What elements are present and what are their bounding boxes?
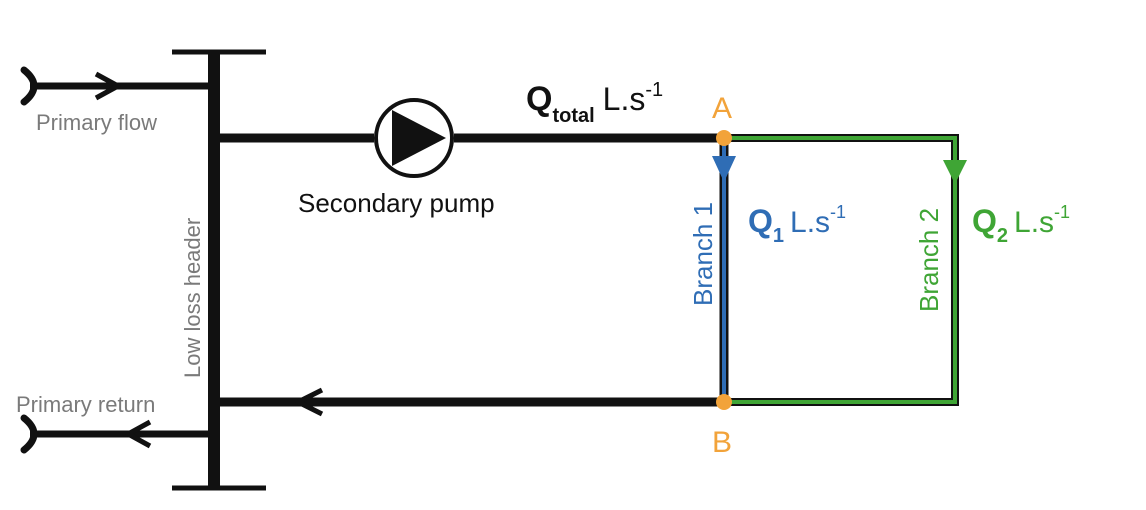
q-total-label: Qtotal L.s-1: [526, 79, 663, 127]
primary-flow-pipe: [20, 66, 210, 106]
node-a-dot: [716, 130, 732, 146]
q-total-unit: L.s: [603, 81, 646, 117]
branch-2-pipe: [724, 134, 967, 406]
q-total-symbol: Q: [526, 80, 552, 118]
node-b-dot: [716, 394, 732, 410]
secondary-pump-label: Secondary pump: [298, 188, 495, 218]
q-total-exponent: -1: [645, 79, 663, 101]
q1-subscript: 1: [773, 225, 784, 247]
node-b-label: B: [712, 426, 732, 459]
q1-symbol: Q: [748, 203, 773, 239]
q2-label: Q2 L.s-1: [972, 202, 1070, 247]
branch-2-label: Branch 2: [914, 208, 944, 312]
primary-return-label: Primary return: [16, 392, 155, 417]
node-a-label: A: [712, 92, 732, 125]
secondary-return-pipe: [220, 387, 724, 417]
q2-exponent: -1: [1054, 202, 1070, 222]
low-loss-header-label: Low loss header: [180, 218, 205, 378]
q1-unit: L.s: [790, 206, 830, 239]
q2-symbol: Q: [972, 203, 997, 239]
branch-1-label: Branch 1: [688, 202, 718, 306]
q-total-subscript: total: [552, 105, 594, 127]
low-loss-header: [172, 49, 266, 491]
q2-subscript: 2: [997, 225, 1008, 247]
q2-unit: L.s: [1014, 206, 1054, 239]
branch-1-pipe: [712, 138, 736, 402]
q1-exponent: -1: [830, 202, 846, 222]
primary-return-pipe: [20, 414, 210, 454]
primary-flow-label: Primary flow: [36, 110, 157, 135]
secondary-pump-icon: [374, 98, 454, 178]
q1-label: Q1 L.s-1: [748, 202, 846, 247]
